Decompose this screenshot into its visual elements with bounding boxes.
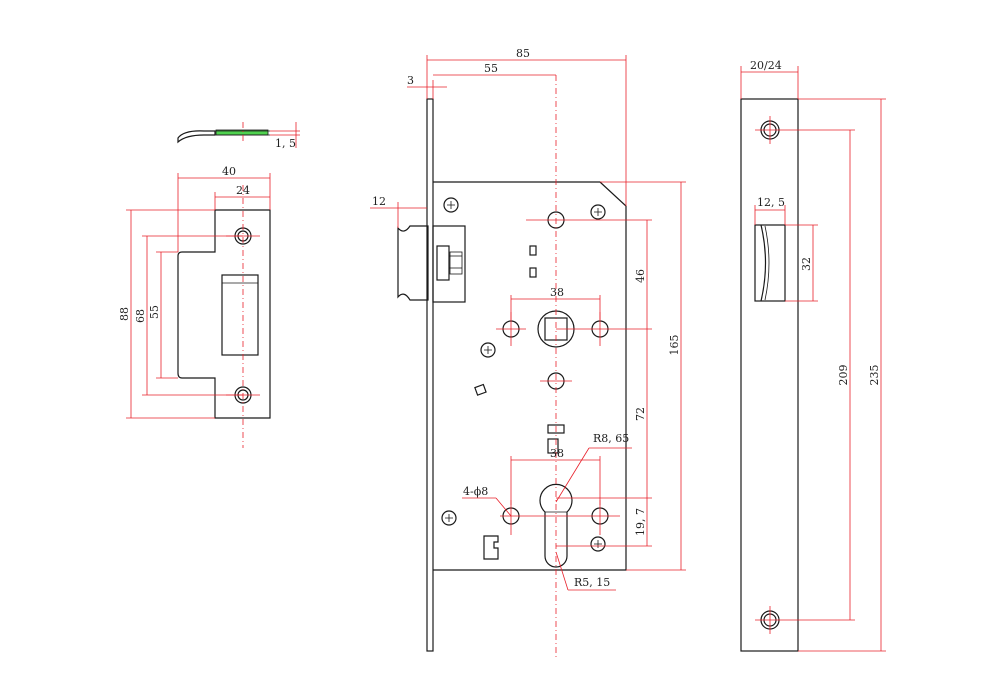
faceplate-view: 20/24 12, 5 32 209 235 — [740, 59, 886, 652]
dim-total-width: 85 — [516, 47, 530, 60]
lock-faceplate — [426, 98, 434, 652]
dim-mount-holes: 4-ϕ8 — [463, 485, 488, 498]
latch-bolt — [397, 225, 429, 301]
dim-slot-height: 32 — [800, 257, 813, 271]
dim-opening-height: 55 — [148, 305, 161, 319]
screw-top-right-icon — [590, 204, 606, 220]
dim-cylinder-spacing: 38 — [550, 447, 564, 460]
screw-top-left-icon — [443, 197, 459, 213]
faceplate-outline — [740, 98, 799, 652]
screw-bottom-right-icon — [590, 536, 606, 552]
dim-faceplate-thickness: 3 — [407, 74, 414, 87]
dim-hole-spacing: 209 — [837, 365, 850, 386]
dim-hole-spacing: 68 — [134, 309, 147, 323]
dim-spindle-to-cylinder: 72 — [634, 407, 647, 421]
dim-cylinder-radius-top: R8, 65 — [593, 432, 629, 445]
dim-height-total: 88 — [118, 307, 131, 321]
dim-body-height: 165 — [668, 335, 681, 356]
cylinder-cutout — [539, 483, 573, 568]
dim-cylinder-offset: 19, 7 — [634, 508, 647, 536]
screw-middle-left-icon — [480, 342, 496, 358]
dim-total-height: 235 — [868, 365, 881, 386]
lock-body-view: 85 55 3 12 38 38 46 72 19, 7 — [370, 47, 686, 658]
strike-plate-view: 1, 5 40 24 88 — [118, 122, 300, 448]
dim-width-outer: 40 — [222, 165, 236, 178]
screw-bottom-left-icon — [441, 510, 457, 526]
faceplate-latch-slot — [754, 224, 786, 302]
lock-case — [433, 181, 627, 571]
dim-cylinder-radius-bottom: R5, 15 — [574, 576, 610, 589]
dim-backset: 55 — [484, 62, 498, 75]
dim-spindle-distance: 46 — [634, 269, 647, 283]
dim-thickness: 1, 5 — [275, 137, 296, 150]
dim-latch-projection: 12 — [372, 195, 386, 208]
dim-width-inner: 24 — [236, 184, 250, 197]
strike-profile: 1, 5 — [177, 122, 300, 150]
dim-handle-spacing: 38 — [550, 286, 564, 299]
strike-plate-outline — [177, 209, 271, 419]
strike-opening — [221, 274, 259, 356]
dim-faceplate-width: 20/24 — [750, 59, 782, 72]
dim-slot-width: 12, 5 — [757, 196, 785, 209]
